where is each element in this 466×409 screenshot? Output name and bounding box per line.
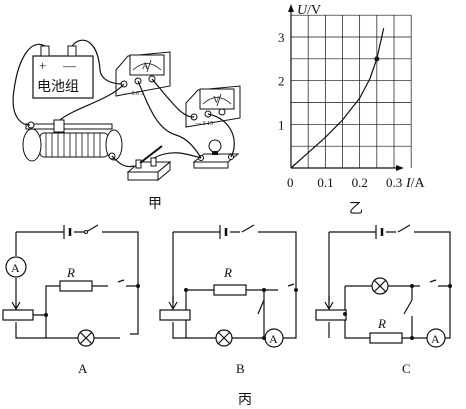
- x-tick-label: 0.3: [386, 175, 402, 190]
- y-axis-label: U/V: [297, 3, 321, 18]
- figure-yi: U/V I/A 0 0.1 0.2 0.3 1 2 3 乙: [278, 3, 426, 217]
- circuit-b-label: B: [236, 361, 245, 376]
- caption-jia: 甲: [148, 196, 162, 212]
- battery-label: 电池组: [37, 79, 79, 95]
- circuit-b: R A B: [159, 224, 298, 376]
- circuit-c-ammeter-label: A: [431, 332, 440, 346]
- voltmeter-symbol: V: [213, 95, 220, 105]
- ammeter-terminals: — 0.6 3: [123, 91, 144, 97]
- marked-point: [374, 56, 380, 62]
- x-axis-arrow: [396, 165, 404, 171]
- x-tick-label: 0.2: [352, 175, 368, 190]
- circuit-c: R A C: [315, 224, 452, 376]
- switch-device: [126, 145, 172, 182]
- circuit-a-label: A: [78, 361, 88, 376]
- u-i-curve: [290, 28, 385, 169]
- voltmeter-device: V — 3 15: [185, 85, 241, 128]
- x-tick-label: 0: [287, 175, 294, 190]
- tick-labels: 0 0.1 0.2 0.3 1 2 3: [278, 30, 402, 190]
- rheostat-device: [22, 119, 123, 162]
- circuit-b-ammeter-label: A: [269, 332, 278, 346]
- circuit-b-resistor-label: R: [223, 265, 232, 280]
- circuit-c-label: C: [402, 361, 411, 376]
- circuit-a-resistor-label: R: [66, 265, 75, 280]
- y-tick-label: 1: [278, 117, 285, 132]
- y-tick-label: 2: [278, 74, 285, 89]
- circuit-a: A R A: [2, 224, 140, 376]
- x-axis-label: I/A: [405, 176, 426, 191]
- jia-wires: [12, 39, 235, 168]
- battery-pack: + — 电池组: [32, 45, 94, 99]
- battery-minus-label: —: [62, 58, 77, 73]
- chart-grid: [291, 14, 412, 168]
- ammeter-symbol: A: [142, 61, 149, 71]
- battery-plus-label: +: [39, 58, 46, 73]
- caption-bing: 丙: [238, 392, 252, 408]
- x-tick-label: 0.1: [317, 175, 333, 190]
- circuit-a-ammeter-label: A: [11, 261, 20, 275]
- y-tick-label: 3: [278, 30, 285, 45]
- voltmeter-terminals: — 3 15: [194, 121, 213, 127]
- lamp-device: [192, 139, 240, 169]
- y-axis-arrow: [288, 4, 294, 12]
- circuit-c-resistor-label: R: [377, 316, 386, 331]
- figure-jia: + — 电池组 A — 0.6 3 V — 3 15: [12, 39, 241, 212]
- caption-yi: 乙: [349, 201, 363, 217]
